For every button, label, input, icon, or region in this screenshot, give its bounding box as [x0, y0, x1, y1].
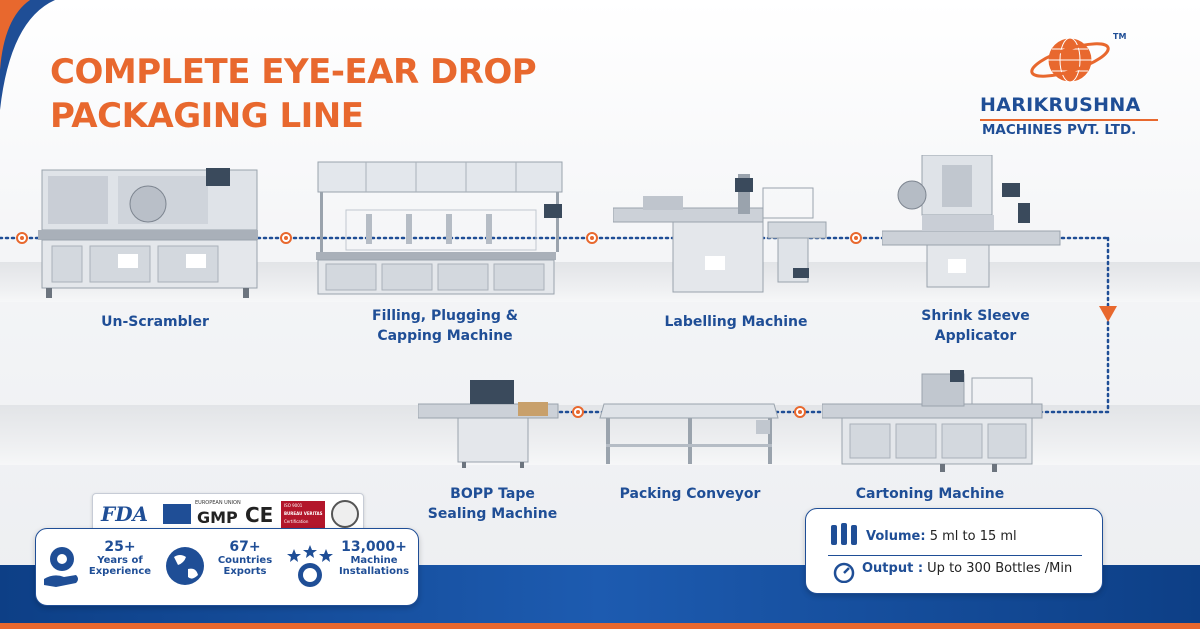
stat-label: Countries — [217, 555, 273, 566]
gear-hand-icon — [44, 547, 78, 587]
output-label: Output : — [862, 561, 924, 576]
caption-conveyor: Packing Conveyor — [605, 484, 775, 504]
caption-line: Un-Scrambler — [101, 314, 209, 330]
caption-cartoning: Cartoning Machine — [840, 484, 1020, 504]
stat-countries: 67+ Countries Exports — [208, 539, 282, 577]
globe-logo-icon — [1030, 37, 1110, 83]
caption-bopp: BOPP Tape Sealing Machine — [415, 484, 570, 524]
labelling-machine-image — [613, 174, 827, 293]
stat-label: Years of — [97, 555, 143, 566]
unscrambler-machine-image — [38, 168, 258, 298]
stat-number: 13,000+ — [341, 539, 407, 555]
shrink-sleeve-machine-image — [882, 155, 1061, 288]
iso-label: ISO 9001 — [284, 503, 303, 508]
stat-number: 25+ — [104, 539, 136, 555]
speedometer-icon — [833, 562, 855, 583]
caption-line: Labelling Machine — [664, 314, 808, 330]
brand-divider — [980, 119, 1158, 121]
caption-line: Applicator — [934, 328, 1017, 344]
caption-line: Capping Machine — [377, 328, 513, 344]
brand-name: HARIKRUSHNA — [980, 94, 1141, 116]
bv-sub-label: Certification — [284, 519, 309, 524]
bv-label: BUREAU VERITAS — [284, 511, 323, 516]
caption-line: Shrink Sleeve — [921, 308, 1030, 324]
stat-label: Machine — [350, 555, 398, 566]
caption-unscrambler: Un-Scrambler — [70, 312, 240, 332]
stat-label: Experience — [88, 566, 152, 577]
stat-installations: 13,000+ Machine Installations — [332, 539, 416, 577]
specs-card: Volume: 5 ml to 15 ml Output : Up to 300… — [805, 508, 1103, 594]
spec-divider — [828, 555, 1082, 556]
certifications-strip: FDA EUROPEAN UNION GMP CE ISO 9001 BUREA… — [92, 493, 364, 537]
stat-label: Exports — [223, 566, 267, 577]
cartoning-machine-image — [822, 370, 1043, 472]
caption-filling: Filling, Plugging & Capping Machine — [345, 306, 545, 346]
globe-icon — [166, 547, 204, 585]
stat-number: 67+ — [229, 539, 261, 555]
page-title: COMPLETE EYE-EAR DROP PACKAGING LINE — [50, 50, 537, 138]
title-line-2: PACKAGING LINE — [50, 96, 364, 136]
caption-line: BOPP Tape — [450, 486, 535, 502]
stats-card: 25+ Years of Experience 67+ Countries Ex… — [35, 528, 419, 606]
caption-line: Filling, Plugging & — [372, 308, 518, 324]
spec-output: Output : Up to 300 Bottles /Min — [862, 561, 1072, 576]
stat-label: Installations — [338, 566, 410, 577]
eu-flag-icon — [163, 504, 191, 524]
gmp-logo: GMP — [197, 508, 238, 527]
bopp-machine-image — [418, 380, 559, 468]
bv-seal-icon — [331, 500, 359, 528]
award-icon — [287, 545, 333, 587]
stat-experience: 25+ Years of Experience — [84, 539, 156, 577]
ce-logo: CE — [245, 503, 274, 527]
output-value: Up to 300 Bottles /Min — [927, 561, 1073, 576]
trademark-mark: TM — [1113, 32, 1127, 41]
bottles-icon — [831, 523, 857, 545]
caption-line: Packing Conveyor — [619, 486, 761, 502]
volume-label: Volume: — [866, 529, 926, 544]
brand-logo: TM HARIKRUSHNA MACHINES PVT. LTD. — [980, 30, 1180, 140]
filling-machine-image — [316, 161, 563, 295]
spec-volume: Volume: 5 ml to 15 ml — [866, 529, 1017, 544]
caption-labelling: Labelling Machine — [636, 312, 836, 332]
volume-value: 5 ml to 15 ml — [929, 529, 1017, 544]
fda-logo: FDA — [101, 502, 149, 526]
caption-shrink: Shrink Sleeve Applicator — [893, 306, 1058, 346]
bottom-stripe — [0, 623, 1200, 629]
bureau-veritas-badge: ISO 9001 BUREAU VERITAS Certification — [281, 501, 325, 529]
caption-line: Sealing Machine — [427, 506, 558, 522]
corner-swoosh — [0, 0, 55, 110]
caption-line: Cartoning Machine — [855, 486, 1005, 502]
title-line-1: COMPLETE EYE-EAR DROP — [50, 52, 537, 92]
packing-conveyor-image — [599, 403, 779, 464]
eu-label: EUROPEAN UNION — [195, 500, 241, 506]
brand-subtitle: MACHINES PVT. LTD. — [982, 122, 1137, 138]
